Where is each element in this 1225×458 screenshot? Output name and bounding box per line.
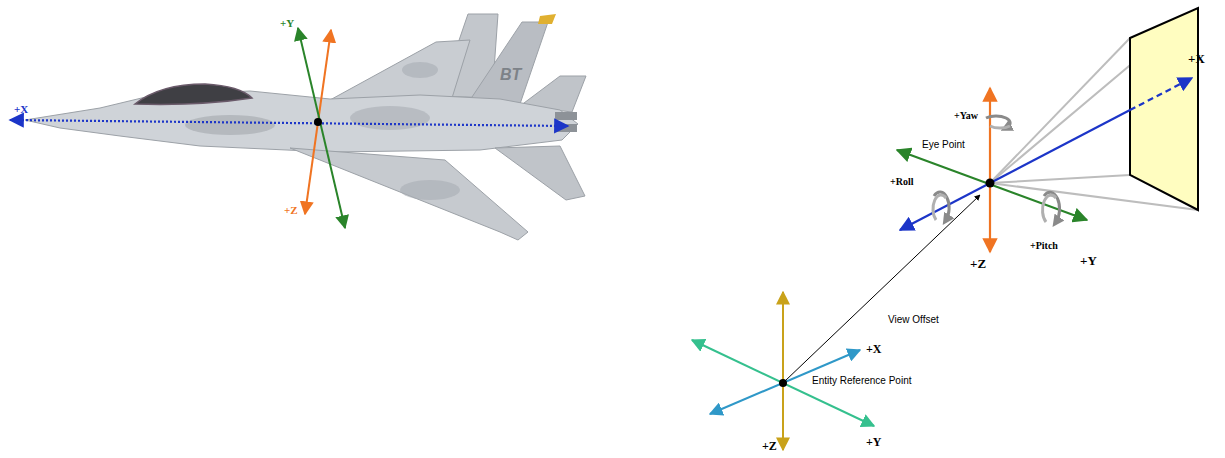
jet-illustration <box>25 14 586 240</box>
engine-nozzle <box>555 112 577 120</box>
z-axis <box>782 292 784 450</box>
near-wing <box>290 148 528 240</box>
entity-reference-dot <box>779 379 787 387</box>
axis-label: +Z <box>284 204 298 217</box>
tail-marking: BT <box>500 66 521 84</box>
rotation-arrow <box>990 126 1010 128</box>
camouflage-patch <box>185 115 275 135</box>
stabilizer <box>495 146 585 200</box>
rotation-arrow <box>1043 195 1056 222</box>
camouflage-patch <box>400 180 460 200</box>
point-label: Entity Reference Point <box>812 375 912 387</box>
y-axis <box>298 28 345 228</box>
tail-fin <box>470 22 548 104</box>
rotation-label: +Pitch <box>1030 240 1058 252</box>
axis-label: +X <box>14 103 28 116</box>
origin-dot <box>314 118 322 126</box>
axis-label: +X <box>1188 52 1205 67</box>
axis-label: +Z <box>970 257 986 272</box>
canopy <box>135 84 252 104</box>
point-label: Eye Point <box>922 139 965 151</box>
rotation-label: +Yaw <box>954 110 978 122</box>
offset-label: View Offset <box>888 314 939 326</box>
far-wing <box>330 40 470 100</box>
x-axis <box>900 110 1130 230</box>
rotation-label: +Roll <box>890 176 913 188</box>
frustum-edge <box>990 175 1130 183</box>
axis-label: +Z <box>762 440 777 454</box>
axis-label: +Y <box>1080 254 1097 269</box>
rotation-arrow <box>986 116 1010 128</box>
axis-label: +Y <box>280 17 294 30</box>
camouflage-patch <box>402 62 438 78</box>
frustum-edge <box>990 38 1130 183</box>
x-axis <box>10 120 568 126</box>
fin-tip <box>538 14 556 24</box>
z-axis <box>305 30 331 214</box>
x-axis <box>1130 78 1192 110</box>
yaw-rotation-icon <box>986 116 1010 128</box>
camouflage-patch <box>350 106 430 130</box>
axis-label: +Y <box>866 436 882 450</box>
axis-label: +X <box>866 343 882 357</box>
rotation-arrow <box>933 195 946 220</box>
eye-point-dot <box>986 179 995 188</box>
pitch-rotation-icon <box>1043 192 1060 222</box>
view-offset-line <box>785 195 980 381</box>
view-plane <box>1130 8 1198 210</box>
roll-rotation-icon <box>933 192 949 220</box>
z-axis <box>989 88 991 252</box>
